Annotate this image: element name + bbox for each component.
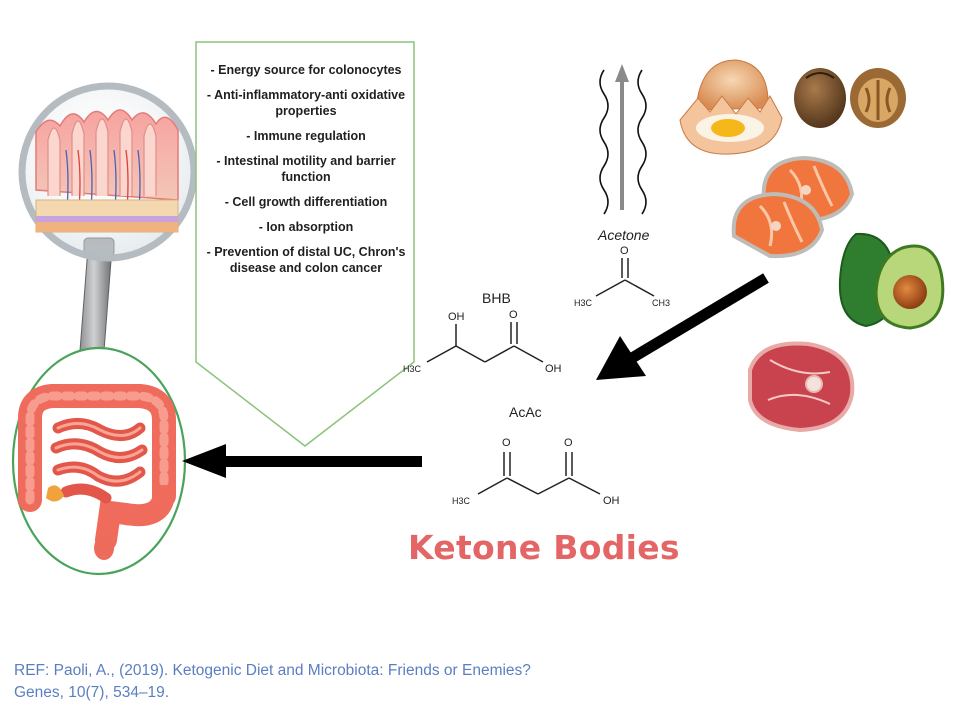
acetone-structure [595,258,655,297]
benefit-item: - Energy source for colonocytes [210,63,402,77]
acac-h3c: H3C [452,496,471,506]
benefit-item: - Prevention of distal UC, Chron's disea… [206,245,406,275]
intestine-illustration [11,346,187,576]
salmon-illustration [731,155,855,259]
benefits-list: - Energy source for colonocytes - Anti-i… [200,62,412,285]
acac-oxygen-1: O [502,437,511,449]
bhb-h3c: H3C [403,364,422,374]
small-intestine [50,418,148,504]
arrow-from-foods [596,273,769,380]
benefit-item: - Anti-inflammatory-anti oxidative prope… [206,88,406,118]
avocado-illustration [838,232,945,330]
reference-line-1: REF: Paoli, A., (2019). Ketogenic Diet a… [14,662,531,679]
reference-line-2: Genes, 10(7), 534–19. [14,684,170,701]
benefit-item: - Immune regulation [246,129,366,143]
egg-illustration [679,59,783,155]
reference-citation: REF: Paoli, A., (2019). Ketogenic Diet a… [14,660,774,704]
acac-label: AcAc [509,404,542,420]
acetone-label: Acetone [598,227,650,243]
acetone-h3c: H3C [574,298,593,308]
acetone-ch3: CH3 [652,298,670,308]
acetone-exhale-arrow [599,64,647,215]
acac-oxygen-2: O [564,437,573,449]
large-intestine [18,384,176,560]
walnut-illustration [850,68,906,128]
bhb-hydroxyl: OH [448,311,465,323]
ketone-bodies-title: Ketone Bodies [408,528,680,567]
bhb-oh: OH [545,363,562,375]
bhb-structure [426,322,544,363]
acac-oh: OH [603,495,620,507]
bhb-oxygen: O [509,309,518,321]
benefit-item: - Ion absorption [258,220,354,234]
meat-illustration [748,341,855,433]
benefits-callout-shape [195,41,415,447]
acetone-oxygen: O [620,245,629,257]
magnifier-illustration [18,82,198,403]
intestinal-villi [35,109,179,233]
benefit-item: - Intestinal motility and barrier functi… [216,154,396,184]
arrow-to-intestine [182,444,422,478]
appendix-highlight [46,485,64,502]
benefit-item: - Cell growth differentiation [224,195,388,209]
bhb-label: BHB [482,290,511,306]
hazelnut-illustration [794,68,846,128]
acac-structure [477,452,601,495]
